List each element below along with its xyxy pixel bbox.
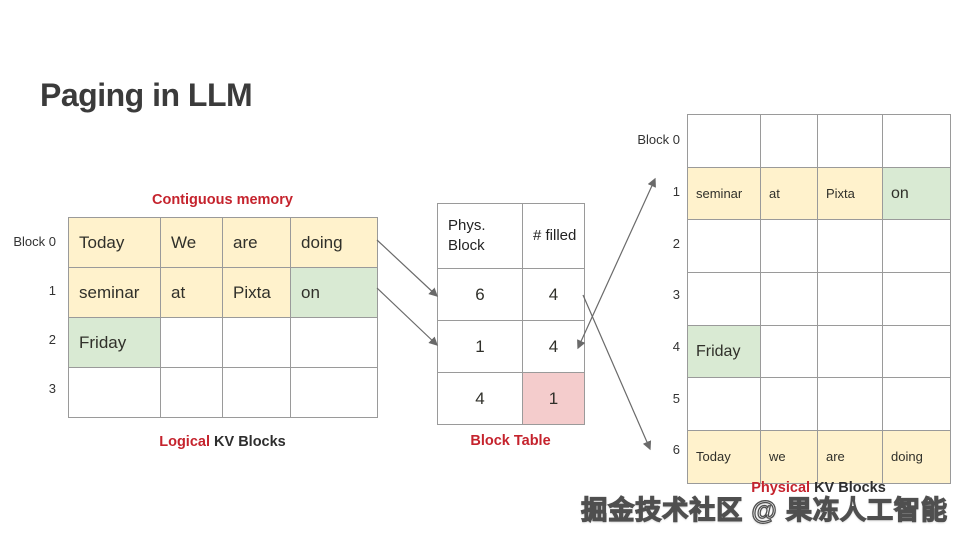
logical-block-label: 1	[48, 283, 56, 298]
watermark-text: 掘金技术社区 @ 果冻人工智能	[581, 494, 948, 525]
block-table-cell: 4	[522, 320, 585, 373]
contiguous-memory-label: Contiguous memory	[152, 192, 293, 208]
logical-cell	[222, 317, 291, 368]
block-table-cell: 1	[522, 372, 585, 425]
block-table-cell: 6	[437, 268, 523, 321]
logical-block-label: 2	[48, 332, 56, 347]
logical-cell	[290, 367, 378, 418]
physical-cell	[687, 272, 761, 326]
logical-word: Logical	[159, 434, 210, 450]
physical-block-label: 5	[672, 390, 680, 406]
block-table-cell: 4	[437, 372, 523, 425]
logical-kv-blocks-label: Logical KV Blocks	[68, 434, 377, 450]
logical-cell	[160, 317, 223, 368]
physical-cell	[817, 324, 883, 379]
block-table-label: Block Table	[470, 433, 551, 449]
physical-row	[687, 114, 951, 168]
logical-row	[68, 367, 378, 418]
physical-row	[687, 272, 951, 326]
physical-cell	[882, 377, 951, 432]
logical-block-label: Block 0	[13, 234, 56, 249]
physical-cell	[687, 114, 761, 168]
physical-cell: Friday	[687, 324, 761, 379]
physical-cell: seminar	[687, 166, 761, 221]
logical-cell: Friday	[68, 317, 161, 368]
block-table-cell: 4	[522, 268, 585, 321]
physical-kv-blocks-label: Physical KV Blocks	[687, 480, 950, 496]
physical-cell	[882, 114, 951, 168]
logical-cell: We	[160, 217, 223, 268]
physical-cell	[817, 114, 883, 168]
physical-block-label: 1	[672, 184, 680, 200]
physical-block-label: Block 0	[637, 132, 680, 148]
physical-cell: on	[882, 166, 951, 221]
physical-cell: Today	[687, 430, 761, 484]
logical-cell: are	[222, 217, 291, 268]
physical-row-labels: Block 0 1 2 3 4 5 6	[624, 114, 680, 476]
physical-cell	[687, 219, 761, 274]
physical-word: Physical	[751, 480, 811, 496]
physical-row: Friday	[687, 324, 951, 379]
physical-block-label: 4	[672, 339, 680, 355]
logical-cell	[160, 367, 223, 418]
logical-cell	[68, 367, 161, 418]
physical-cell	[760, 377, 818, 432]
physical-cell	[817, 272, 883, 326]
arrow-logical-block0-to-blocktable-row0	[376, 239, 438, 297]
kv-blocks-word: KV Blocks	[210, 434, 286, 450]
physical-cell: at	[760, 166, 818, 221]
block-table-header-cell: # filled	[522, 203, 585, 269]
page-title: Paging in LLM	[40, 77, 253, 114]
physical-cell	[687, 377, 761, 432]
block-table-header-row: Phys. Block# filled	[437, 203, 585, 269]
physical-cell: doing	[882, 430, 951, 484]
physical-cell: we	[760, 430, 818, 484]
logical-cell: Pixta	[222, 267, 291, 318]
logical-cell: on	[290, 267, 378, 318]
logical-cell: seminar	[68, 267, 161, 318]
logical-block-label: 3	[48, 381, 56, 396]
arrow-logical-block1-to-blocktable-row1	[376, 287, 438, 346]
physical-block-label: 2	[672, 235, 680, 251]
physical-cell	[760, 324, 818, 379]
kv-blocks-word: KV Blocks	[810, 480, 886, 496]
physical-cell	[817, 219, 883, 274]
logical-cell	[222, 367, 291, 418]
physical-cell	[882, 324, 951, 379]
physical-cell	[817, 377, 883, 432]
logical-row: Friday	[68, 317, 378, 368]
logical-cell	[290, 317, 378, 368]
block-table-header-cell: Phys. Block	[437, 203, 523, 269]
physical-cell: are	[817, 430, 883, 484]
logical-row-labels: Block 0 1 2 3	[0, 217, 56, 413]
physical-block-label: 6	[672, 442, 680, 458]
physical-cell	[882, 272, 951, 326]
block-table-cell: 1	[437, 320, 523, 373]
logical-cell: doing	[290, 217, 378, 268]
logical-cell: Today	[68, 217, 161, 268]
logical-cell: at	[160, 267, 223, 318]
physical-row	[687, 219, 951, 274]
physical-cell	[760, 219, 818, 274]
physical-cell	[760, 272, 818, 326]
physical-cell: Pixta	[817, 166, 883, 221]
physical-block-label: 3	[672, 287, 680, 303]
physical-cell	[760, 114, 818, 168]
physical-cell	[882, 219, 951, 274]
physical-row	[687, 377, 951, 432]
